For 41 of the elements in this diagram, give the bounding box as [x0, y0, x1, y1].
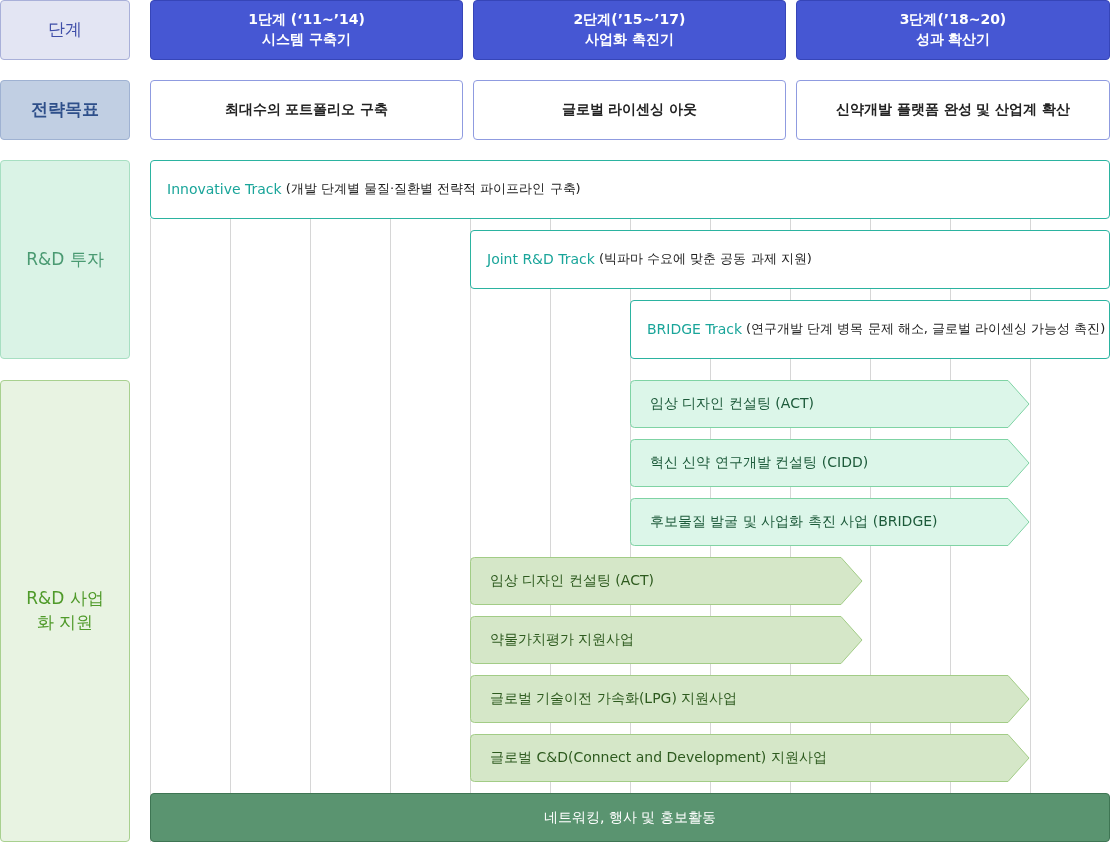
- phase-label: 3단계(’18~20): [899, 10, 1007, 30]
- row-header-box: [0, 80, 130, 140]
- goal-box: [473, 80, 786, 140]
- row-header-box: [0, 0, 130, 60]
- row-header: R&D 사업화 지원: [25, 587, 105, 634]
- activity-label: 네트워킹, 행사 및 홍보활동: [544, 807, 716, 827]
- program-label: 약물가치평가 지원사업: [490, 630, 635, 650]
- track-name: Innovative Track: [167, 179, 282, 199]
- program-label: 후보물질 발굴 및 사업화 촉진 사업 (BRIDGE): [650, 512, 938, 532]
- goal-box: [150, 80, 463, 140]
- phase-box: [473, 0, 786, 60]
- row-header: 전략목표: [31, 98, 99, 122]
- row-header: R&D 투자: [26, 247, 104, 271]
- program-label: 임상 디자인 컨설팅 (ACT): [490, 571, 654, 591]
- phase-label: 시스템 구축기: [262, 30, 351, 49]
- phase-label: 사업화 촉진기: [585, 30, 674, 49]
- track-description: (빅파마 수요에 맞춘 공동 과제 지원): [598, 250, 812, 269]
- phase-label: 2단계(’15~’17): [573, 10, 686, 30]
- goal-label: 최대수의 포트폴리오 구축: [224, 100, 389, 120]
- phase-box: [796, 0, 1110, 60]
- phase-box: [150, 0, 463, 60]
- phase-label: 1단계 (‘11~’14): [248, 10, 365, 30]
- goal-box: [796, 80, 1110, 140]
- program-label: 임상 디자인 컨설팅 (ACT): [650, 394, 814, 414]
- track-name: Joint R&D Track: [487, 249, 595, 269]
- program-label: 글로벌 기술이전 가속화(LPG) 지원사업: [490, 689, 738, 709]
- track-name: BRIDGE Track: [647, 319, 743, 339]
- track-bar: [150, 160, 1110, 219]
- goal-label: 신약개발 플랫폼 완성 및 산업계 확산: [835, 100, 1071, 120]
- track-description: (개발 단계별 물질·질환별 전략적 파이프라인 구축): [285, 180, 581, 199]
- program-label: 글로벌 C&D(Connect and Development) 지원사업: [490, 748, 827, 768]
- track-description: (연구개발 단계 병목 문제 해소, 글로벌 라이센싱 가능성 촉진): [746, 320, 1106, 339]
- goal-label: 글로벌 라이센싱 아웃: [561, 100, 698, 120]
- program-label: 혁신 신약 연구개발 컨설팅 (CIDD): [650, 453, 869, 473]
- row-header-box: [0, 380, 130, 842]
- track-bar: [470, 230, 1110, 289]
- track-bar: [630, 300, 1110, 359]
- activity-bar: [150, 793, 1110, 842]
- phase-label: 성과 확산기: [915, 30, 991, 49]
- row-header: 단계: [48, 18, 82, 42]
- row-header-box: [0, 160, 130, 359]
